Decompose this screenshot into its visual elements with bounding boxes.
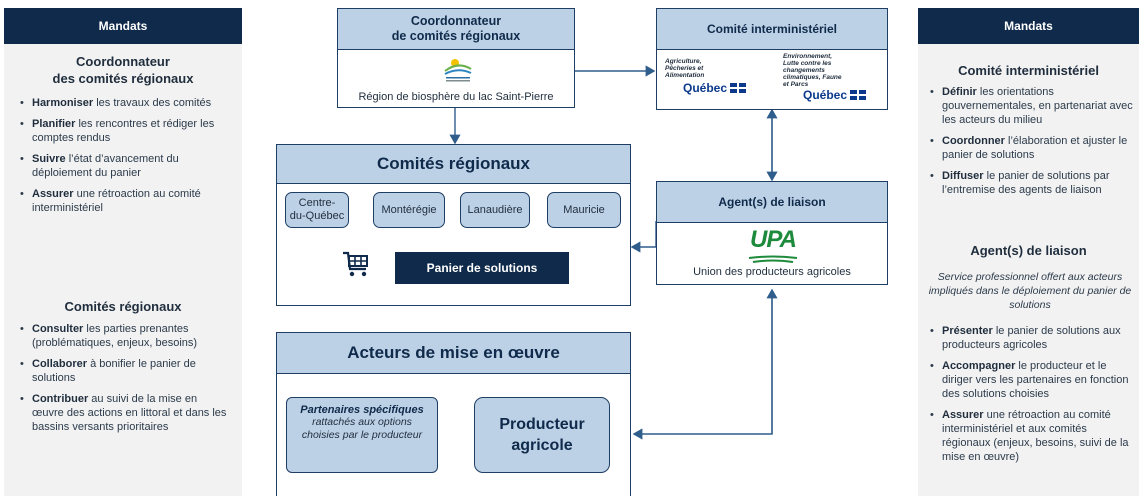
upa-waves-icon bbox=[748, 255, 798, 263]
comites-regionaux-box: Comités régionaux Centre- du-Québec Mont… bbox=[276, 144, 631, 306]
left-coord-list: Harmoniser les travaux des comités Plani… bbox=[18, 96, 226, 222]
agent-de-liaison-box: Agent(s) de liaison UPA Union des produc… bbox=[656, 181, 888, 285]
list-item: Présenter le panier de solutions aux pro… bbox=[928, 324, 1136, 352]
list-item: Harmoniser les travaux des comités bbox=[18, 96, 226, 110]
biosphere-logo-icon bbox=[444, 59, 472, 82]
quebec-wordmark: Québec bbox=[683, 81, 728, 95]
quebec-flag-icon bbox=[730, 83, 747, 93]
list-item: Suivre l’état d’avancement du déploiemen… bbox=[18, 152, 226, 180]
arrow-agent-to-producteur bbox=[632, 298, 773, 440]
quebec-wordmark: Québec bbox=[803, 88, 848, 102]
left-coord-title: Coordonnateur des comités régionaux bbox=[52, 54, 194, 86]
producteur-agricole-box: Producteur agricole bbox=[474, 397, 610, 473]
list-item: Assurer une rétroaction au comité interm… bbox=[928, 408, 1136, 464]
list-item: Diffuser le panier de solutions par l’en… bbox=[928, 169, 1136, 197]
list-item: Consulter les parties prenantes (problém… bbox=[18, 322, 230, 350]
comite-interministeriel-box: Comité interministériel Agriculture, Pêc… bbox=[656, 8, 888, 110]
acteurs-box: Acteurs de mise en œuvre Partenaires spé… bbox=[276, 332, 631, 496]
list-item: Définir les orientations gouvernementale… bbox=[928, 85, 1136, 127]
mapaq-logo-text: Agriculture, Pêcheries et Alimentation bbox=[665, 58, 705, 79]
list-item: Planifier les rencontres et rédiger les … bbox=[18, 117, 226, 145]
right-agent-title: Agent(s) de liaison bbox=[970, 243, 1087, 258]
partenaires-title: Partenaires spécifiques bbox=[300, 404, 424, 416]
melccfp-logo: Environnement, Lutte contre les changeme… bbox=[783, 53, 883, 103]
partenaires-box: Partenaires spécifiques rattachés aux op… bbox=[286, 397, 438, 473]
left-comites-list: Consulter les parties prenantes (problém… bbox=[18, 322, 230, 441]
region-monteregie: Montérégie bbox=[373, 192, 445, 228]
region-centre-du-quebec: Centre- du-Québec bbox=[285, 192, 349, 228]
list-item: Contribuer au suivi de la mise en œuvre … bbox=[18, 392, 230, 434]
region-lanaudiere: Lanaudière bbox=[460, 192, 530, 228]
list-item: Assurer une rétroaction au comité interm… bbox=[18, 187, 226, 215]
coordonnateur-box-header: Coordonnateur de comités régionaux bbox=[338, 9, 574, 50]
left-mandats-header: Mandats bbox=[4, 8, 242, 44]
biosphere-logo bbox=[441, 57, 475, 85]
comites-regionaux-header: Comités régionaux bbox=[277, 145, 630, 184]
comite-box-header: Comité interministériel bbox=[657, 9, 887, 50]
right-agent-list: Présenter le panier de solutions aux pro… bbox=[928, 324, 1136, 471]
upa-logo-text: UPA bbox=[750, 226, 797, 253]
coordonnateur-caption: Région de biosphère du lac Saint-Pierre bbox=[358, 91, 554, 103]
region-mauricie: Mauricie bbox=[547, 192, 621, 228]
upa-caption: Union des producteurs agricoles bbox=[693, 266, 851, 278]
coordonnateur-box: Coordonnateur de comités régionaux Régio… bbox=[337, 8, 575, 108]
left-comites-title: Comités régionaux bbox=[64, 299, 182, 314]
quebec-flag-icon bbox=[850, 90, 867, 100]
agent-box-header: Agent(s) de liaison bbox=[657, 182, 887, 223]
acteurs-header: Acteurs de mise en œuvre bbox=[277, 333, 630, 374]
shopping-cart-icon bbox=[341, 249, 371, 279]
right-comite-list: Définir les orientations gouvernementale… bbox=[928, 85, 1136, 204]
right-agent-note: Service professionnel offert aux acteurs… bbox=[928, 271, 1132, 311]
melccfp-logo-text: Environnement, Lutte contre les changeme… bbox=[783, 53, 842, 88]
arrow-agent-to-regionaux bbox=[630, 221, 657, 253]
mapaq-logo: Agriculture, Pêcheries et Alimentation Q… bbox=[665, 58, 765, 102]
panier-de-solutions: Panier de solutions bbox=[395, 252, 569, 284]
list-item: Collaborer à bonifier le panier de solut… bbox=[18, 357, 230, 385]
list-item: Coordonner l’élaboration et ajuster le p… bbox=[928, 134, 1136, 162]
right-mandats-header: Mandats bbox=[918, 8, 1139, 44]
right-comite-title: Comité interministériel bbox=[958, 63, 1099, 78]
upa-logo: UPA bbox=[745, 226, 801, 263]
partenaires-text: rattachés aux options choisies par le pr… bbox=[301, 416, 423, 441]
list-item: Accompagner le producteur et le diriger … bbox=[928, 359, 1136, 401]
